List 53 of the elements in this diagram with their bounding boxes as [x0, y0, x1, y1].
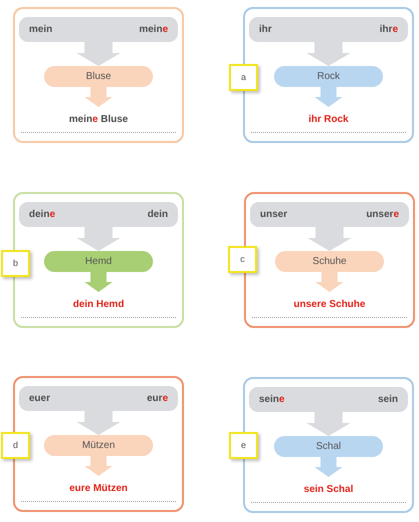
arrow: [84, 272, 112, 292]
card-panel: [13, 7, 184, 143]
answer-text: sein Schal: [275, 477, 382, 496]
arrow: [76, 411, 120, 435]
banner-word: ihre: [380, 23, 398, 37]
banner-word: euer: [29, 392, 50, 406]
banner: [249, 387, 408, 412]
banner: [249, 17, 408, 42]
letter-tag: a: [229, 64, 258, 91]
noun-pill: Rock: [274, 66, 383, 87]
banner-word: eure: [146, 392, 168, 406]
card-panel: [13, 376, 184, 512]
banner: [19, 202, 178, 227]
banner: [19, 386, 178, 411]
banner-word: meine: [139, 23, 168, 37]
card-panel: [243, 7, 414, 143]
arrow: [306, 412, 350, 436]
answer-text: meine Bluse: [45, 107, 152, 126]
banner-word: unser: [260, 208, 288, 222]
banner-word: sein: [378, 393, 398, 407]
banner: [19, 17, 178, 42]
card-panel: [13, 192, 184, 328]
noun-pill: Bluse: [44, 66, 153, 87]
arrow: [308, 227, 352, 251]
banner-word: dein: [147, 208, 168, 222]
answer-text: dein Hemd: [45, 292, 152, 311]
banner-word: deine: [29, 208, 56, 222]
banner-word: ihr: [259, 23, 272, 37]
card-panel: [244, 192, 415, 328]
noun-pill: Hemd: [44, 251, 153, 272]
noun-pill: Schuhe: [275, 251, 384, 272]
banner-word: mein: [29, 23, 52, 37]
card-panel: [243, 377, 414, 513]
answer-text: unsere Schuhe: [276, 292, 383, 311]
answer-text: eure Mützen: [45, 476, 152, 495]
letter-tag: e: [229, 432, 258, 459]
banner-word: unsere: [366, 208, 399, 222]
arrow: [316, 272, 344, 292]
noun-pill: Schal: [274, 436, 383, 457]
noun-pill: Mützen: [44, 435, 153, 456]
letter-tag: b: [1, 250, 30, 277]
arrow: [76, 227, 120, 251]
arrow: [306, 42, 350, 66]
banner-word: seine: [259, 393, 285, 407]
arrow: [314, 87, 342, 107]
banner: [250, 202, 409, 227]
arrow: [84, 87, 112, 107]
arrow: [76, 42, 120, 66]
answer-text: ihr Rock: [275, 107, 382, 126]
letter-tag: d: [1, 432, 30, 459]
letter-tag: c: [228, 246, 257, 273]
arrow: [314, 457, 342, 477]
arrow: [84, 456, 112, 476]
